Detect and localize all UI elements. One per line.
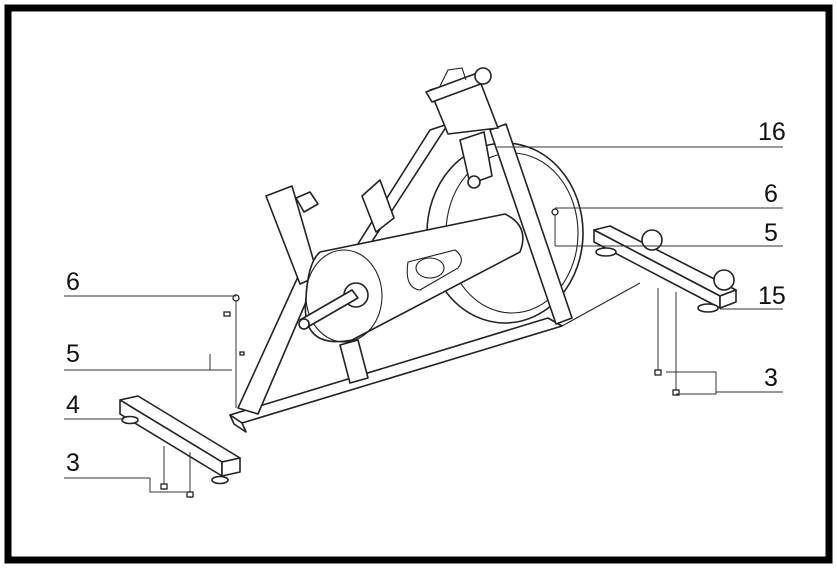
chain-guard <box>304 213 524 343</box>
callout-15: 15 <box>758 282 786 310</box>
callout-6-left: 6 <box>66 268 80 296</box>
hardware <box>160 208 680 498</box>
main-frame-base <box>229 282 641 433</box>
callout-6-right: 6 <box>764 180 778 208</box>
callout-4: 4 <box>66 391 80 419</box>
front-column <box>343 67 573 325</box>
rear-upright <box>237 185 319 415</box>
leader-lines <box>64 146 783 493</box>
front-stabilizer <box>593 225 737 313</box>
callout-labels: 16 6 5 15 3 6 5 4 3 <box>66 118 786 477</box>
callout-3-right: 3 <box>764 364 778 392</box>
diagram-border <box>4 4 833 564</box>
resistance-unit <box>361 131 493 233</box>
crank-arm <box>298 282 369 384</box>
callout-5-left: 5 <box>66 340 80 368</box>
callout-5-right: 5 <box>764 219 778 247</box>
rear-stabilizer <box>119 395 241 485</box>
callout-3-left: 3 <box>66 449 80 477</box>
callout-16: 16 <box>758 118 786 146</box>
